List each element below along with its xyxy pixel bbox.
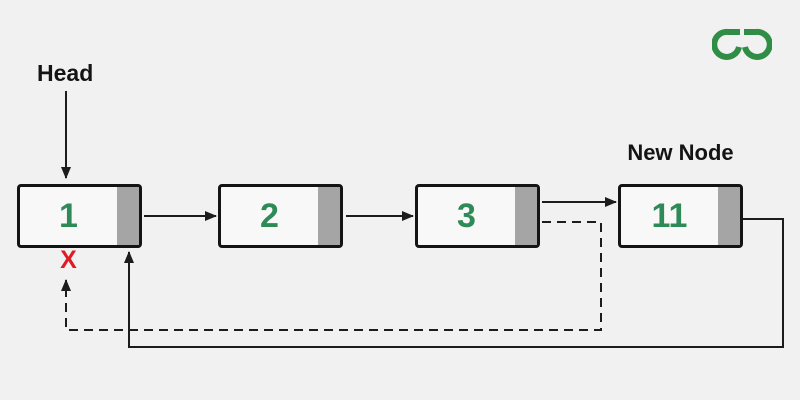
node-2-next-pointer-field	[318, 187, 340, 245]
removed-link-x-marker: X	[60, 246, 77, 274]
node-3-value: 3	[457, 197, 476, 235]
new-node-label: New Node	[627, 140, 734, 165]
node-2: 2	[218, 184, 343, 248]
head-pointer-label: Head	[37, 60, 94, 86]
node-new-11-next-pointer-field	[718, 187, 740, 245]
node-new-11: 11	[618, 184, 743, 248]
node-3: 3	[415, 184, 540, 248]
node-2-value: 2	[260, 197, 279, 235]
node-new-11-value: 11	[651, 197, 688, 235]
node-1-value: 1	[59, 197, 78, 235]
geeksforgeeks-logo-icon	[712, 28, 772, 60]
node-3-next-pointer-field	[515, 187, 537, 245]
node-1: 1	[17, 184, 142, 248]
node-1-next-pointer-field	[117, 187, 139, 245]
